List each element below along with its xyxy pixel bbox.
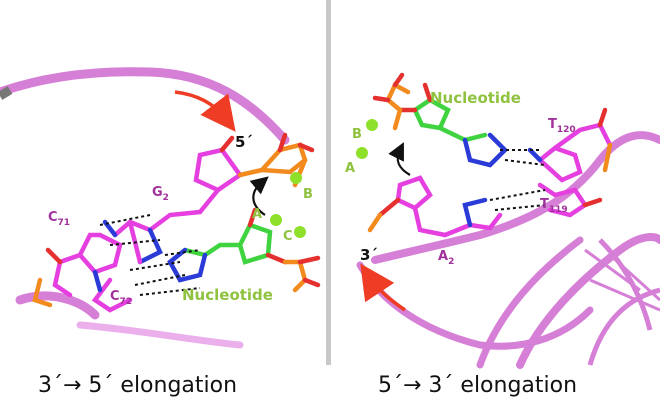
- right-caption: 5´→ 3´ elongation: [378, 373, 577, 398]
- left-nucleotide-label: Nucleotide: [182, 286, 273, 304]
- left-metal-a-label: A: [252, 207, 262, 222]
- right-triphosphate: [372, 72, 411, 131]
- right-thin-lines: [584, 248, 660, 312]
- right-metal-b-label: B: [352, 127, 362, 142]
- right-green-nucleotide-sticks: [397, 82, 509, 168]
- right-magenta-sticks: [367, 107, 613, 238]
- left-metal-ion-a: [270, 214, 282, 226]
- right-t119-label: T119: [540, 197, 568, 215]
- right-attack-arrow: [388, 142, 411, 176]
- right-arc-backbone-2: [476, 236, 584, 369]
- left-backbone-tube: [0, 67, 290, 145]
- right-a2-label: A2: [438, 249, 454, 267]
- left-triphosphate: [282, 255, 321, 293]
- left-c72-label: C72: [110, 289, 132, 307]
- left-lower-backbone: [15, 291, 100, 320]
- right-nucleotide-label: Nucleotide: [430, 89, 521, 107]
- left-metal-ion-c: [294, 226, 306, 238]
- left-metal-c-label: C: [283, 229, 293, 244]
- right-main-backbone: [371, 131, 660, 264]
- right-t120-label: T120: [548, 117, 576, 135]
- right-arc-backbone: [516, 233, 660, 369]
- left-metal-ion-b: [290, 172, 302, 184]
- right-metal-a-label: A: [345, 161, 355, 176]
- left-caption: 3´→ 5´ elongation: [38, 373, 237, 398]
- right-panel: Nucleotide B A T120 T119 A2 3´ 5´→ 3´ el…: [345, 72, 660, 398]
- left-metal-b-label: B: [303, 187, 313, 202]
- panel-divider: [326, 0, 331, 365]
- right-back-helix: [587, 238, 660, 366]
- right-3prime-label: 3´: [360, 246, 378, 264]
- left-5prime-label: 5´: [235, 133, 253, 151]
- left-hbond-dashes: [99, 214, 201, 296]
- left-g2-label: G2: [152, 185, 169, 203]
- left-c71-label: C71: [48, 210, 70, 228]
- left-attack-arrow: [249, 176, 269, 216]
- left-green-nucleotide-sticks: [167, 207, 288, 283]
- right-direction-arrow: [360, 263, 406, 312]
- left-backbone-tube-end: [0, 86, 13, 100]
- left-lower-backbone-2: [76, 321, 244, 349]
- left-direction-arrow: [174, 90, 236, 132]
- right-metal-ion-a: [356, 147, 368, 159]
- right-hbond-dashes: [489, 149, 546, 211]
- left-panel: 5´ G2 C71 C72 Nucleotide B A C 3´→ 5´ el…: [0, 67, 321, 398]
- right-metal-ion-b: [366, 119, 378, 131]
